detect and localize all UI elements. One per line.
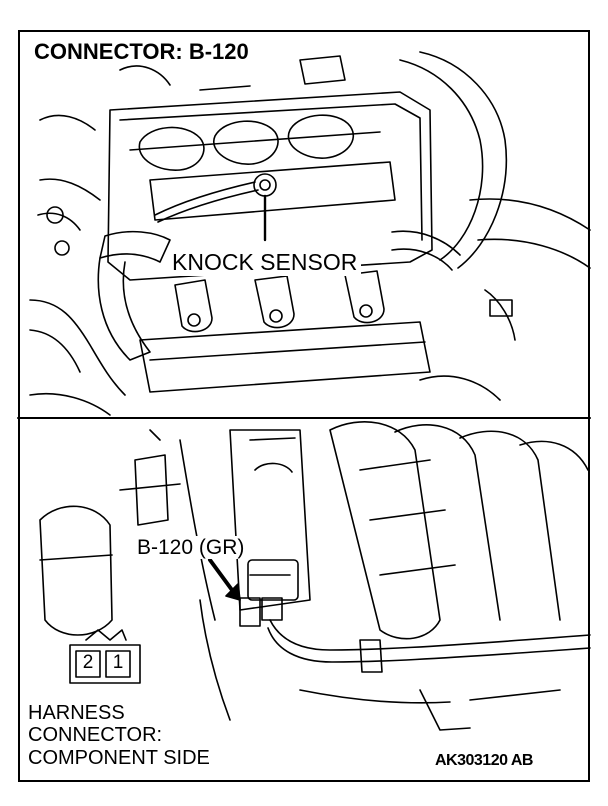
top-engine-view (17, 51, 591, 419)
harness-label-line-3: COMPONENT SIDE (28, 746, 210, 769)
harness-connector-label: HARNESS CONNECTOR: COMPONENT SIDE (28, 702, 210, 769)
connector-pin-2: 2 (82, 652, 94, 673)
bottom-engine-view (39, 421, 591, 731)
harness-label-line-2: CONNECTOR: (28, 724, 163, 747)
figure-code: AK303120 AB (432, 752, 536, 770)
connector-pin-1: 1 (112, 652, 124, 673)
connector-b120-label: B-120 (GR) (134, 536, 248, 559)
connector-title: CONNECTOR: B-120 (30, 40, 253, 64)
harness-label-line-1: HARNESS (28, 702, 125, 724)
knock-sensor-label: KNOCK SENSOR (168, 249, 362, 276)
